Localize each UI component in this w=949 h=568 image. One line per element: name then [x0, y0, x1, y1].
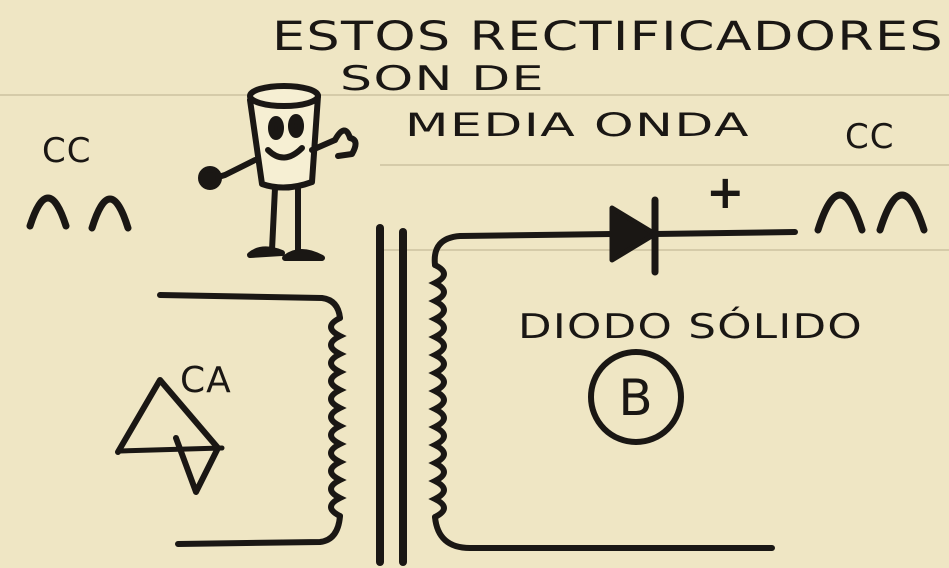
heading-line-3: MEDIA ONDA: [405, 106, 750, 144]
secondary-winding: [428, 231, 775, 551]
left-dc-pulses-icon: [26, 194, 132, 232]
ac-label: CA: [180, 360, 232, 401]
b-circle-label: B: [618, 369, 653, 427]
output-cc-label: CC: [845, 117, 894, 157]
plus-sign: +: [706, 165, 746, 219]
right-dc-pulses-icon: [814, 191, 928, 234]
input-cc-label: CC: [42, 131, 91, 171]
ac-baseline-line: [117, 445, 225, 454]
transformer-core: [376, 224, 407, 566]
heading-line-1: ESTOS RECTIFICADORES: [272, 14, 944, 60]
primary-winding: [157, 292, 347, 547]
diode-label: DIODO SÓLIDO: [518, 306, 863, 347]
heading-line-2: SON DE: [340, 59, 545, 99]
tube-mascot-icon: [198, 83, 359, 261]
diode-icon: [609, 196, 798, 276]
b-circle: [588, 349, 684, 445]
